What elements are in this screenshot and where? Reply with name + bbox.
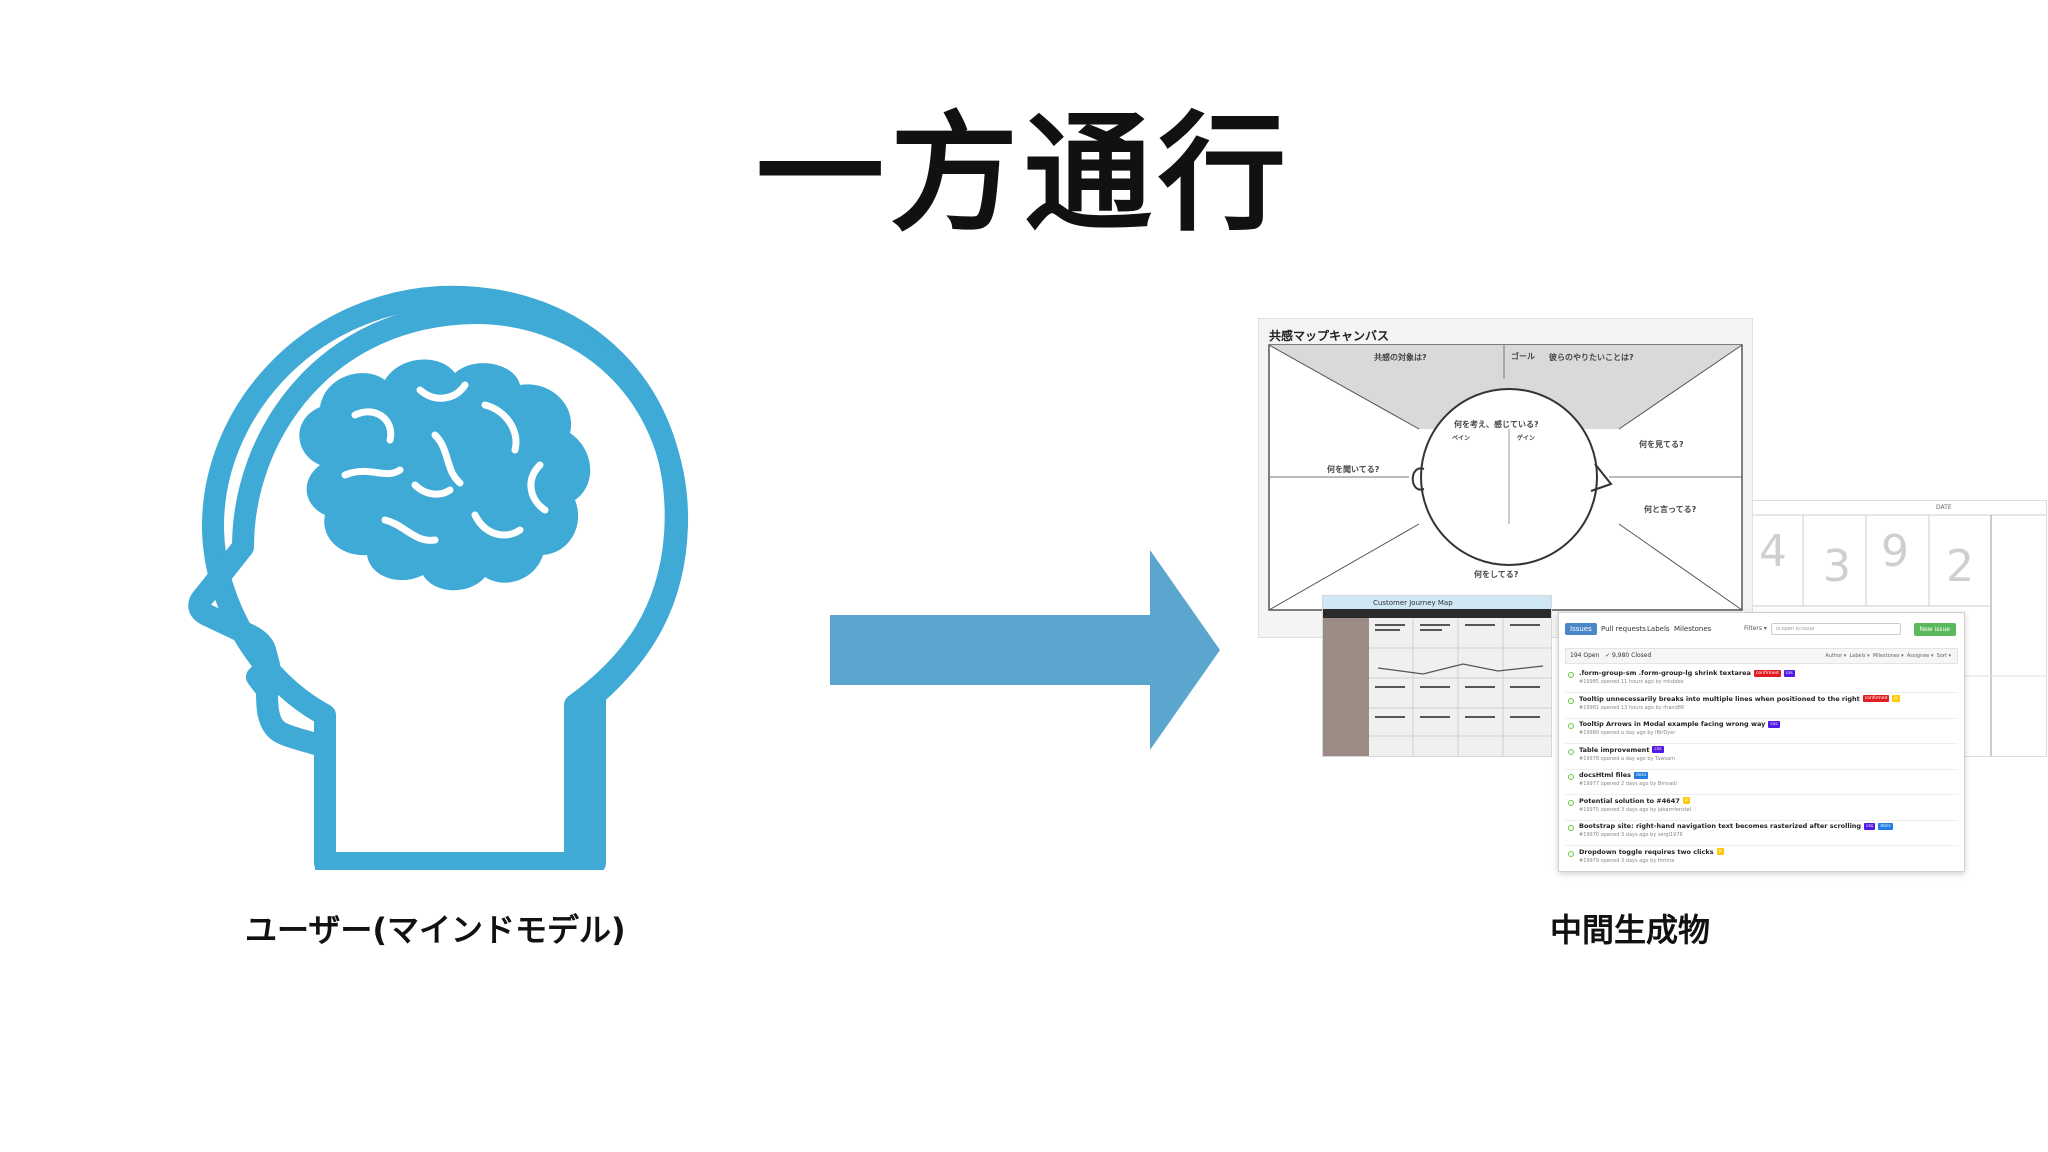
say-question: 何と言ってる? bbox=[1644, 505, 1697, 514]
think-question: 何を考え、感じている? bbox=[1454, 420, 1539, 429]
issue-label-badge: confirmed bbox=[1862, 695, 1890, 702]
issue-meta: #19970 opened 3 days ago by sergl1976 bbox=[1579, 832, 1683, 838]
hear-question: 何を聞いてる? bbox=[1327, 465, 1380, 474]
issue-label-badge: docs bbox=[1633, 771, 1649, 779]
issue-badges: js bbox=[1714, 848, 1725, 856]
tab-labels: Labels bbox=[1647, 625, 1670, 633]
issue-badges: css bbox=[1765, 720, 1780, 728]
tab-issues: Issues bbox=[1565, 623, 1597, 635]
issue-title-line: Bootstrap site: right-hand navigation te… bbox=[1579, 822, 1893, 830]
pain-label: ペイン bbox=[1452, 435, 1471, 442]
customer-journey-map-artifact: Customer Journey Map bbox=[1322, 595, 1552, 757]
intermediate-artifacts-caption: 中間生成物 bbox=[1550, 911, 1711, 949]
issue-search-input: is:open is:issue bbox=[1771, 623, 1901, 635]
issue-open-icon bbox=[1568, 748, 1574, 755]
empathy-map-artifact: 共感マップキャンバス ゴール 共感の対象は? 彼らのやりたいことは? 何を考え、… bbox=[1258, 318, 1753, 638]
issue-open-icon bbox=[1568, 697, 1574, 704]
issue-label-badge: css bbox=[1652, 746, 1664, 753]
issue-meta: #19978 opened a day ago by Tawsam bbox=[1579, 755, 1675, 762]
want-question: 彼らのやりたいことは? bbox=[1549, 353, 1634, 362]
user-mind-model-caption: ユーザー(マインドモデル) bbox=[245, 911, 626, 949]
issue-title: .form-group-sm .form-group-lg shrink tex… bbox=[1579, 669, 1751, 677]
issue-title: Potential solution to #4647 bbox=[1579, 796, 1680, 805]
goal-label: ゴール bbox=[1511, 352, 1535, 361]
issue-title: docsHtml files bbox=[1579, 771, 1631, 779]
issue-label-badge: css bbox=[1864, 822, 1876, 830]
journey-map-title: Customer Journey Map bbox=[1373, 599, 1453, 607]
issue-label-badge: js bbox=[1892, 695, 1901, 702]
target-question: 共感の対象は? bbox=[1374, 353, 1427, 362]
issue-title: Bootstrap site: right-hand navigation te… bbox=[1579, 822, 1862, 830]
score-number: 9 bbox=[1881, 526, 1909, 577]
issue-title-line: Tooltip Arrows in Modal example facing w… bbox=[1579, 720, 1780, 728]
issue-title-line: Tooltip unnecessarily breaks into multip… bbox=[1579, 694, 1901, 703]
date-label: DATE bbox=[1936, 504, 1952, 511]
issue-open-icon bbox=[1568, 825, 1574, 831]
issue-meta: #19977 opened 2 days ago by Bmnadi bbox=[1579, 781, 1677, 787]
issue-meta: #19979 opened 3 days ago by fmtma bbox=[1579, 857, 1675, 864]
issue-open-icon bbox=[1568, 774, 1574, 780]
closed-count: ✓ 9,980 Closed bbox=[1605, 652, 1652, 659]
issue-open-icon bbox=[1568, 850, 1574, 857]
issue-list-header: 194 Open ✓ 9,980 Closed Author ▾ Labels … bbox=[1565, 648, 1958, 664]
issue-label-badge: css bbox=[1768, 720, 1780, 728]
right-arrow-icon bbox=[825, 550, 1225, 750]
issue-meta: #19981 opened 13 hours ago by rhand86 bbox=[1579, 704, 1685, 711]
column-filters: Author ▾ Labels ▾ Milestones ▾ Assignee … bbox=[1825, 653, 1951, 659]
issue-title: Tooltip unnecessarily breaks into multip… bbox=[1579, 694, 1860, 703]
head-brain-icon bbox=[185, 285, 695, 874]
score-number: 4 bbox=[1759, 526, 1787, 577]
issue-label-badge: docs bbox=[1878, 822, 1893, 830]
tab-milestones: Milestones bbox=[1674, 625, 1712, 633]
issue-label-badge: js bbox=[1716, 848, 1725, 855]
see-question: 何を見てる? bbox=[1639, 440, 1684, 449]
issue-title: Table improvement bbox=[1579, 745, 1650, 754]
issue-list-artifact: Issues Pull requests Labels Milestones F… bbox=[1558, 612, 1965, 872]
slide-title: 一方通行 bbox=[755, 100, 1292, 249]
issue-row: .form-group-sm .form-group-lg shrink tex… bbox=[1565, 667, 1958, 693]
score-number: 2 bbox=[1946, 541, 1974, 592]
issue-row: Tooltip unnecessarily breaks into multip… bbox=[1565, 693, 1958, 719]
issue-open-icon bbox=[1568, 672, 1574, 678]
issue-badges: docs bbox=[1631, 771, 1649, 779]
tab-pull-requests: Pull requests bbox=[1601, 625, 1646, 633]
new-issue-button: New issue bbox=[1913, 623, 1956, 636]
score-number: 3 bbox=[1823, 541, 1851, 592]
issue-badges: css bbox=[1649, 746, 1664, 754]
issue-label-badge: confirmed bbox=[1753, 669, 1781, 677]
issue-title: Dropdown toggle requires two clicks bbox=[1579, 847, 1714, 856]
issue-meta: #19975 opened 3 days ago by jabarrrienst… bbox=[1579, 806, 1692, 813]
issue-title: Tooltip Arrows in Modal example facing w… bbox=[1579, 720, 1766, 728]
filters-dropdown: Filters ▾ bbox=[1744, 625, 1767, 632]
issue-row: Bootstrap site: right-hand navigation te… bbox=[1565, 820, 1958, 846]
issue-meta: #19980 opened a day ago by iBirDyer bbox=[1579, 730, 1676, 736]
issue-label-badge: js bbox=[1682, 797, 1691, 804]
gain-label: ゲイン bbox=[1517, 435, 1535, 442]
doing-question: 何をしてる? bbox=[1474, 570, 1519, 579]
open-count: 194 Open bbox=[1570, 652, 1600, 659]
issue-title-line: .form-group-sm .form-group-lg shrink tex… bbox=[1579, 669, 1795, 677]
issue-open-icon bbox=[1568, 723, 1574, 729]
issue-badges: js bbox=[1680, 797, 1691, 805]
issue-meta: #19985 opened 11 hours ago by mkdabe bbox=[1579, 679, 1684, 685]
issue-open-icon bbox=[1568, 799, 1574, 806]
issue-row: Tooltip Arrows in Modal example facing w… bbox=[1565, 718, 1958, 744]
empathy-map-title: 共感マップキャンバス bbox=[1269, 329, 1390, 343]
issue-label-badge: css bbox=[1783, 669, 1795, 677]
